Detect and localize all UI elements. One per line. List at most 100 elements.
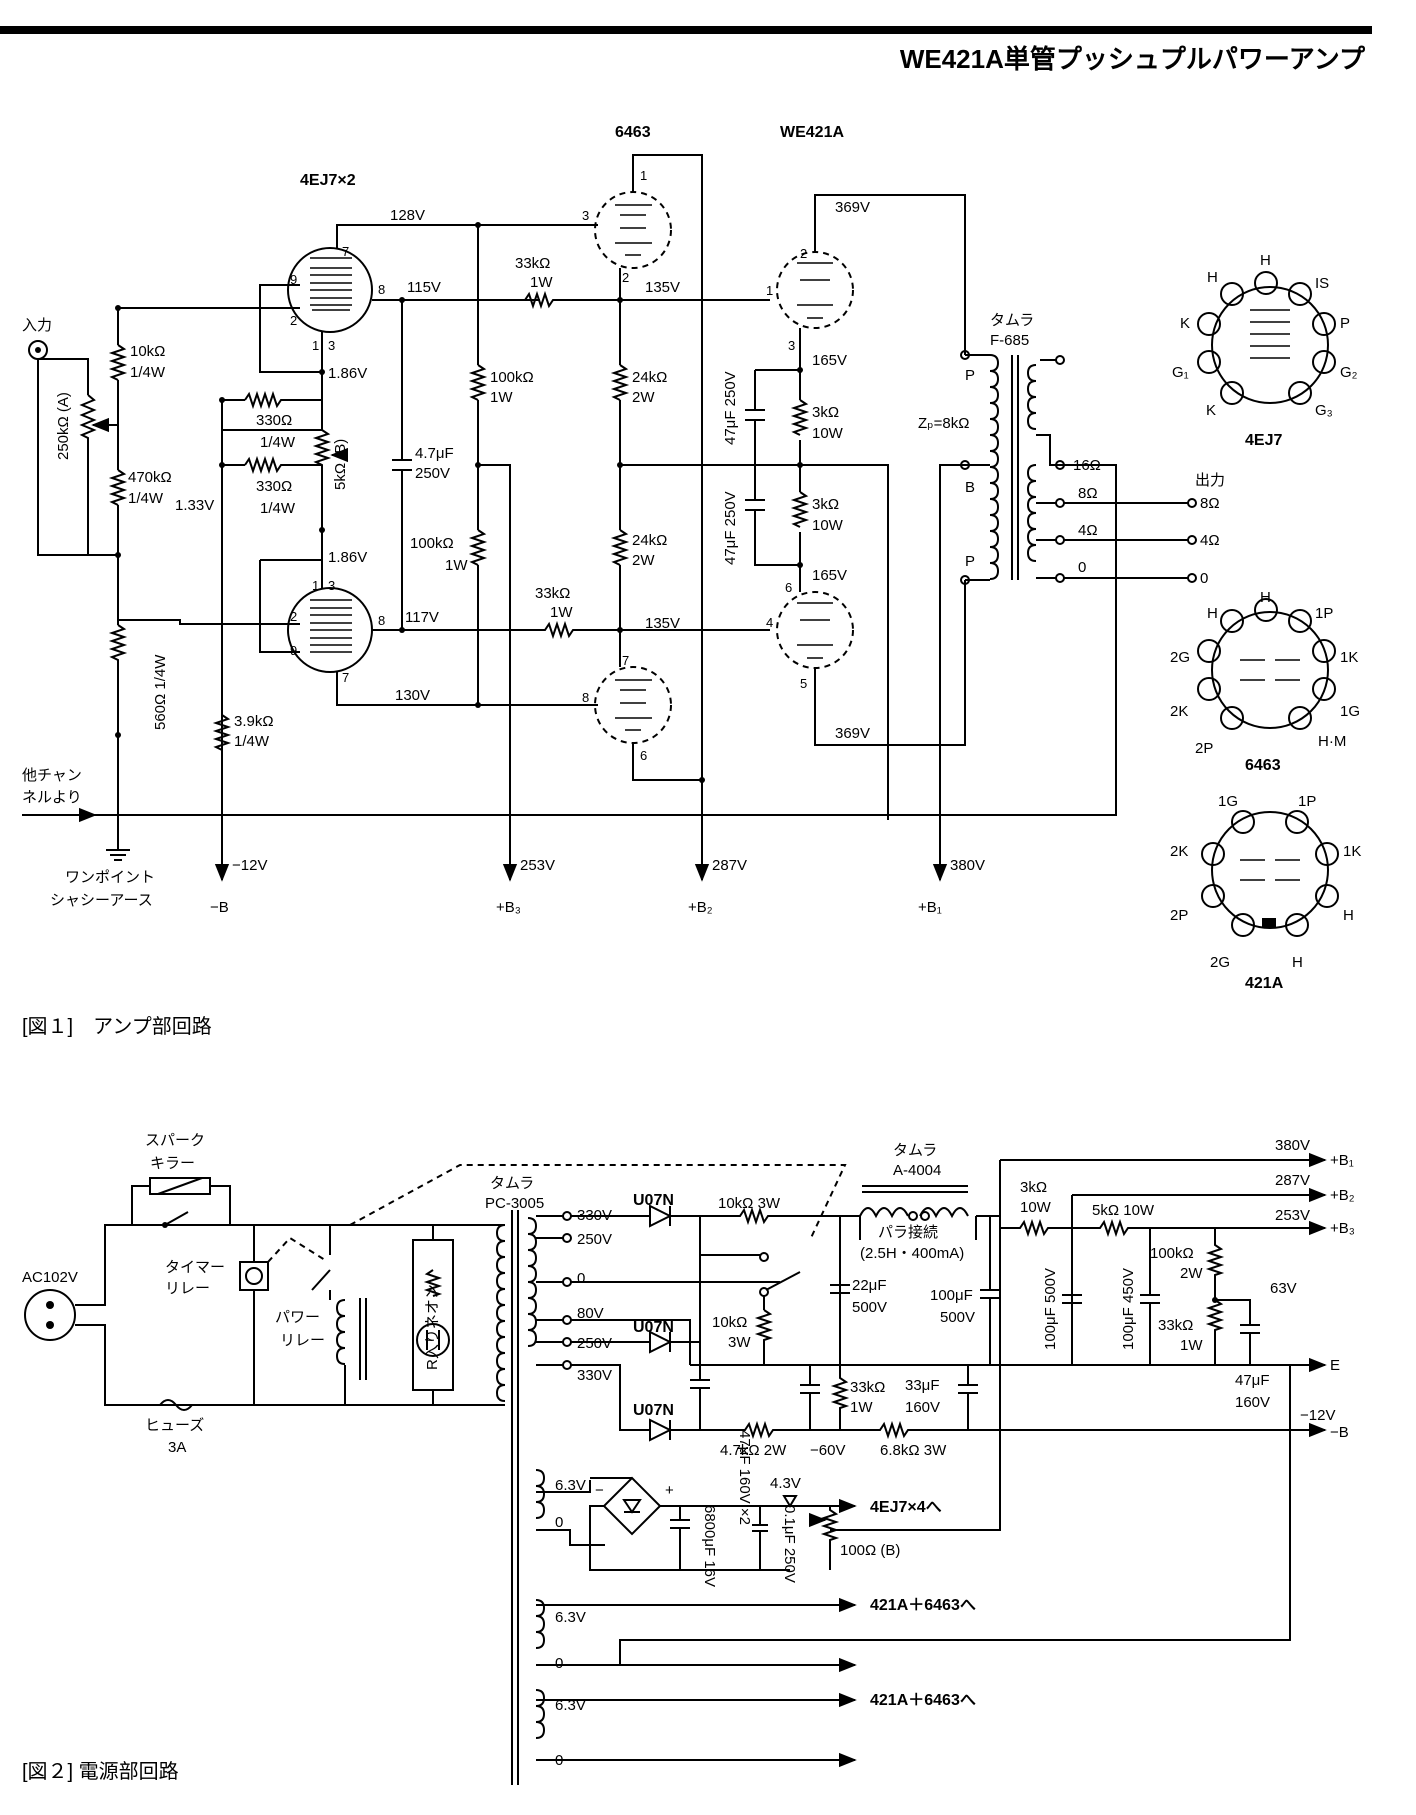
br-plus: + — [665, 1482, 674, 1499]
p4ej7-g3: G₃ — [1315, 402, 1333, 419]
v117-label: 117V — [405, 609, 439, 626]
tube-label-we421a: WE421A — [780, 124, 844, 141]
r100kb-w: 1W — [445, 557, 468, 574]
b2v: 287V — [1275, 1172, 1310, 1189]
volume-label: 250kΩ (A) — [55, 392, 72, 460]
p421a-1g: 1G — [1218, 793, 1238, 810]
r33k1wb-2: 1W — [850, 1399, 873, 1416]
p421a-2g: 2G — [1210, 954, 1230, 971]
timer-1: タイマー — [165, 1259, 225, 1276]
c100a-2: 500V — [940, 1309, 975, 1326]
p421a-2k: 2K — [1170, 843, 1188, 860]
tube-421a-top — [776, 251, 854, 329]
c100a-1: 100μF — [930, 1287, 973, 1304]
h0a: 0 — [555, 1514, 563, 1531]
r10k-label: 10kΩ — [130, 343, 165, 360]
c47-label: 4.7μF — [415, 445, 454, 462]
c6800: 6800μF 16V — [701, 1505, 718, 1587]
tube-6463-bottom — [594, 666, 672, 744]
fuse-2: 3A — [168, 1439, 186, 1456]
r68k: 6.8kΩ 3W — [880, 1442, 947, 1459]
c22-1: 22μF — [852, 1277, 887, 1294]
p6463-hm: H·M — [1318, 733, 1346, 750]
r10k-w: 1/4W — [130, 364, 166, 381]
r3kb-label: 3kΩ — [812, 496, 839, 513]
b1v: 380V — [1275, 1137, 1310, 1154]
r3kb-w: 10W — [812, 517, 844, 534]
tap-250b: 250V — [577, 1335, 612, 1352]
pin2-bot: 2 — [290, 609, 297, 624]
c47-v: 250V — [415, 465, 450, 482]
page-title: WE421A単管プッシュプルパワーアンプ — [900, 44, 1366, 74]
p4ej7-p: P — [1340, 315, 1350, 332]
v115-label: 115V — [407, 279, 441, 296]
b1: +B₁ — [918, 899, 942, 916]
p6463-2k: 2K — [1170, 703, 1188, 720]
r33k1w-2: 1W — [1180, 1337, 1203, 1354]
r33k1w-1: 33kΩ — [1158, 1317, 1193, 1334]
r47k: 4.7kΩ 2W — [720, 1442, 787, 1459]
tap-80: 80V — [577, 1305, 604, 1322]
r100k2w-2: 2W — [1180, 1265, 1203, 1282]
b1-out: +B₁ — [1330, 1152, 1354, 1169]
t-p1: P — [965, 367, 975, 384]
diode2: U07N — [633, 1319, 674, 1336]
choke-model: A-4004 — [893, 1162, 941, 1179]
to421a: 421A＋6463へ — [870, 1597, 976, 1614]
r470k-w: 1/4W — [128, 490, 164, 507]
to4ej7: 4EJ7×4へ — [870, 1499, 942, 1516]
r560-label: 560Ω 1/4W — [152, 654, 169, 730]
p4ej7-k: K — [1180, 315, 1190, 332]
p421a-2p: 2P — [1170, 907, 1188, 924]
pin1-6463a: 1 — [640, 168, 647, 183]
c47160-2: 160V — [1235, 1394, 1270, 1411]
b2-v: 287V — [712, 857, 747, 874]
amplifier-circuit: 4EJ7×2 6463 WE421A 入力 250kΩ (A) 10kΩ 1/4… — [22, 124, 1361, 1038]
pin7-bot: 7 — [342, 670, 349, 685]
pin8-top: 8 — [378, 282, 385, 297]
pin7-top: 7 — [342, 244, 349, 259]
bridge-rectifier — [602, 1476, 662, 1536]
p4ej7-k2: K — [1206, 402, 1216, 419]
v369a-label: 369V — [835, 199, 870, 216]
r100ka-label: 100kΩ — [490, 369, 534, 386]
spark-1: スパーク — [145, 1132, 205, 1149]
r100k2w-1: 100kΩ — [1150, 1245, 1194, 1262]
r24ka-label: 24kΩ — [632, 369, 667, 386]
b3-out: +B₃ — [1330, 1220, 1355, 1237]
r10k3w2-2: 3W — [728, 1334, 751, 1351]
p6463-1p: 1P — [1315, 605, 1333, 622]
c33-1: 33μF — [905, 1377, 940, 1394]
b2-out: +B₂ — [1330, 1187, 1355, 1204]
pt-maker: タムラ — [490, 1175, 534, 1192]
prelay-1: パワー — [275, 1309, 320, 1326]
c47b-label: 47μF 250V — [722, 491, 739, 565]
fig1-caption: [図１] アンプ部回路 — [22, 1015, 212, 1038]
b3: +B₃ — [496, 899, 521, 916]
input-label: 入力 — [22, 317, 52, 334]
pin1-421a: 1 — [766, 283, 773, 298]
v63: 63V — [1270, 1280, 1297, 1297]
h0b: 0 — [555, 1655, 563, 1672]
timer-2: リレー — [165, 1280, 210, 1297]
pinout-6463: 6463 H H 1P 2G 1K 2K 1G 2P H·M — [1170, 589, 1360, 774]
t-b: B — [965, 479, 975, 496]
t-p2: P — [965, 553, 975, 570]
b2: +B₂ — [688, 899, 713, 916]
pin6-421a: 6 — [785, 580, 792, 595]
r10k3w: 10kΩ 3W — [718, 1195, 781, 1212]
pinout-421a-name: 421A — [1245, 975, 1284, 992]
p421a-1p: 1P — [1298, 793, 1316, 810]
r100b: 100Ω (B) — [840, 1542, 900, 1559]
t-4: 4Ω — [1078, 522, 1098, 539]
pin1-bot: 1 — [312, 578, 319, 593]
p4ej7-h2: H — [1260, 252, 1271, 269]
r33kb-w: 1W — [550, 604, 573, 621]
v135b-label: 135V — [645, 615, 680, 632]
diode1: U07N — [633, 1192, 674, 1209]
ground-1: ワンポイント — [65, 869, 155, 886]
b3v: 253V — [1275, 1207, 1310, 1224]
r24kb-w: 2W — [632, 552, 655, 569]
c47160-1: 47μF — [1235, 1372, 1270, 1389]
to421b: 421A＋6463へ — [870, 1692, 976, 1709]
